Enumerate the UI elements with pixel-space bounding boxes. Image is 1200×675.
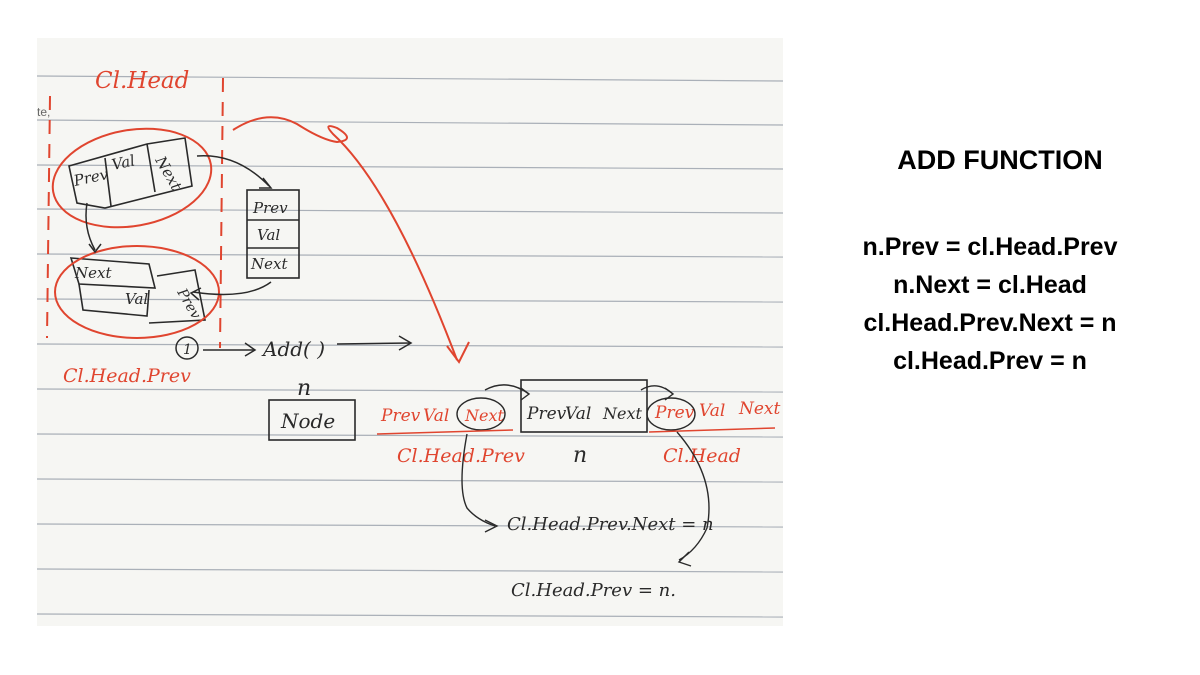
node-box bbox=[268, 399, 356, 441]
step-one-number: 1 bbox=[183, 342, 192, 358]
row-right-underline bbox=[648, 427, 776, 433]
step-arrow-prev-next-head bbox=[484, 519, 499, 533]
row-mid-next: Next bbox=[602, 404, 642, 423]
node-top bbox=[68, 137, 193, 209]
slide-title: ADD FUNCTION bbox=[897, 145, 1103, 175]
row-right-prev-circle bbox=[646, 397, 696, 431]
node-bottom-val: Val bbox=[125, 290, 148, 308]
node-bottom-next: Next bbox=[74, 264, 112, 282]
add-call-label: Add( ) bbox=[261, 337, 325, 361]
arrow-from-add bbox=[336, 342, 412, 345]
row-right-prev: Prev bbox=[654, 403, 695, 423]
label-cl-head-prev-left: Cl.Head.Prev bbox=[63, 365, 191, 387]
margin-note: te, bbox=[37, 105, 50, 119]
red-flow-arrow bbox=[232, 116, 458, 361]
row-right-next: Next bbox=[738, 399, 781, 419]
row-left-node: Prev Val Next Cl.Head.Prev bbox=[376, 397, 525, 467]
notebook-sketch: te, Prev Val Next Cl.Head Prev Val Next bbox=[37, 68, 783, 618]
row-mid-box bbox=[520, 379, 648, 433]
red-arrow-head bbox=[446, 341, 470, 364]
node-top-prev: Prev bbox=[71, 165, 110, 190]
red-dividers bbox=[46, 77, 224, 349]
node-right-next: Next bbox=[250, 255, 288, 273]
row-left-caption: Cl.Head.Prev bbox=[397, 445, 525, 467]
step-prev-next-text: Cl.Head.Prev.Next = n bbox=[507, 514, 714, 535]
node-box-label: Node bbox=[280, 409, 335, 433]
step-arrow-prev-next bbox=[461, 433, 496, 527]
n-label: n bbox=[297, 376, 311, 401]
row-left-prev: Prev bbox=[380, 406, 421, 426]
ruled-lines bbox=[37, 75, 783, 618]
row-mid-node: Prev Val Next n bbox=[484, 379, 675, 468]
row-mid-prev: Prev bbox=[526, 404, 567, 424]
row-left-next-circle bbox=[456, 397, 506, 431]
link-left-to-mid-head bbox=[520, 387, 531, 401]
step-head-prev-text: Cl.Head.Prev = n. bbox=[511, 580, 676, 601]
row-right-node: Prev Val Next Cl.Head bbox=[646, 397, 781, 467]
node-right bbox=[246, 189, 300, 279]
step-one-circle bbox=[175, 336, 199, 360]
list-links bbox=[85, 155, 273, 301]
step-arrow-head-prev-head bbox=[677, 551, 692, 567]
code-line: n.Next = cl.Head bbox=[893, 271, 1087, 299]
node-bottom bbox=[69, 257, 206, 324]
row-left-next: Next bbox=[464, 406, 504, 425]
node-top-val: Val bbox=[110, 151, 137, 173]
row-left-val: Val bbox=[423, 406, 449, 426]
arrow-from-add-head bbox=[398, 335, 413, 351]
row-right-caption: Cl.Head bbox=[663, 445, 741, 467]
code-block: n.Prev = cl.Head.Prev n.Next = cl.Head c… bbox=[790, 228, 1190, 380]
code-line: cl.Head.Prev.Next = n bbox=[863, 309, 1117, 337]
code-line: cl.Head.Prev = n bbox=[893, 347, 1087, 375]
node-right-prev: Prev bbox=[252, 199, 288, 217]
row-mid-caption: n bbox=[573, 443, 587, 468]
arrow-to-add-head bbox=[244, 342, 257, 357]
row-mid-val: Val bbox=[565, 404, 591, 424]
label-cl-head-top: Cl.Head bbox=[95, 68, 189, 94]
node-right-val: Val bbox=[257, 226, 280, 244]
code-line: n.Prev = cl.Head.Prev bbox=[862, 233, 1118, 261]
row-left-underline bbox=[376, 429, 514, 435]
notebook-photo: te, Prev Val Next Cl.Head Prev Val Next bbox=[37, 38, 783, 626]
row-right-val: Val bbox=[699, 401, 725, 421]
step-arrow-head-prev bbox=[676, 431, 710, 561]
red-circle-head bbox=[51, 127, 213, 229]
red-circle-head-prev bbox=[54, 245, 220, 339]
